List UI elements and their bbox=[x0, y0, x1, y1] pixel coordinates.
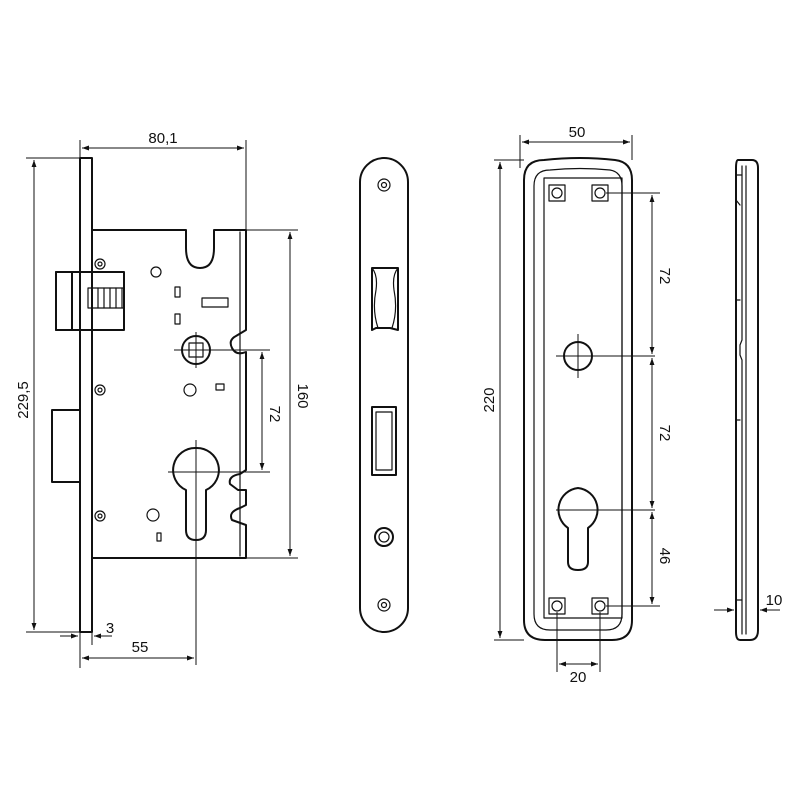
dim-lock-height: 229,5 bbox=[15, 381, 32, 419]
lock-body bbox=[51, 157, 247, 633]
dim-backset: 55 bbox=[132, 639, 149, 656]
lock-dimensions: 80,1 229,5 160 72 3 55 bbox=[15, 130, 311, 668]
lock-center-lines bbox=[168, 332, 270, 665]
dim-plate-height: 220 bbox=[481, 387, 498, 412]
plate-side-dimension: 10 bbox=[714, 592, 782, 618]
escutcheon-plate bbox=[523, 157, 655, 641]
dim-spindle-to-cylinder: 72 bbox=[266, 406, 283, 423]
dim-plate-lower-spacing: 72 bbox=[656, 425, 673, 442]
dim-plate-upper-spacing: 72 bbox=[656, 268, 673, 285]
dim-lock-width: 80,1 bbox=[148, 130, 177, 147]
plate-side-view bbox=[735, 159, 759, 641]
dim-plate-screw-spacing: 20 bbox=[570, 669, 587, 686]
dim-plate-thickness: 10 bbox=[766, 592, 783, 609]
dim-faceplate-thickness: 3 bbox=[106, 620, 114, 637]
escutcheon-dimensions: 50 220 72 72 46 20 bbox=[481, 124, 673, 686]
dim-plate-width: 50 bbox=[569, 124, 586, 141]
faceplate-front bbox=[359, 157, 409, 633]
dim-plate-cylinder-offset: 46 bbox=[656, 548, 673, 565]
dim-case-height: 160 bbox=[294, 383, 311, 408]
